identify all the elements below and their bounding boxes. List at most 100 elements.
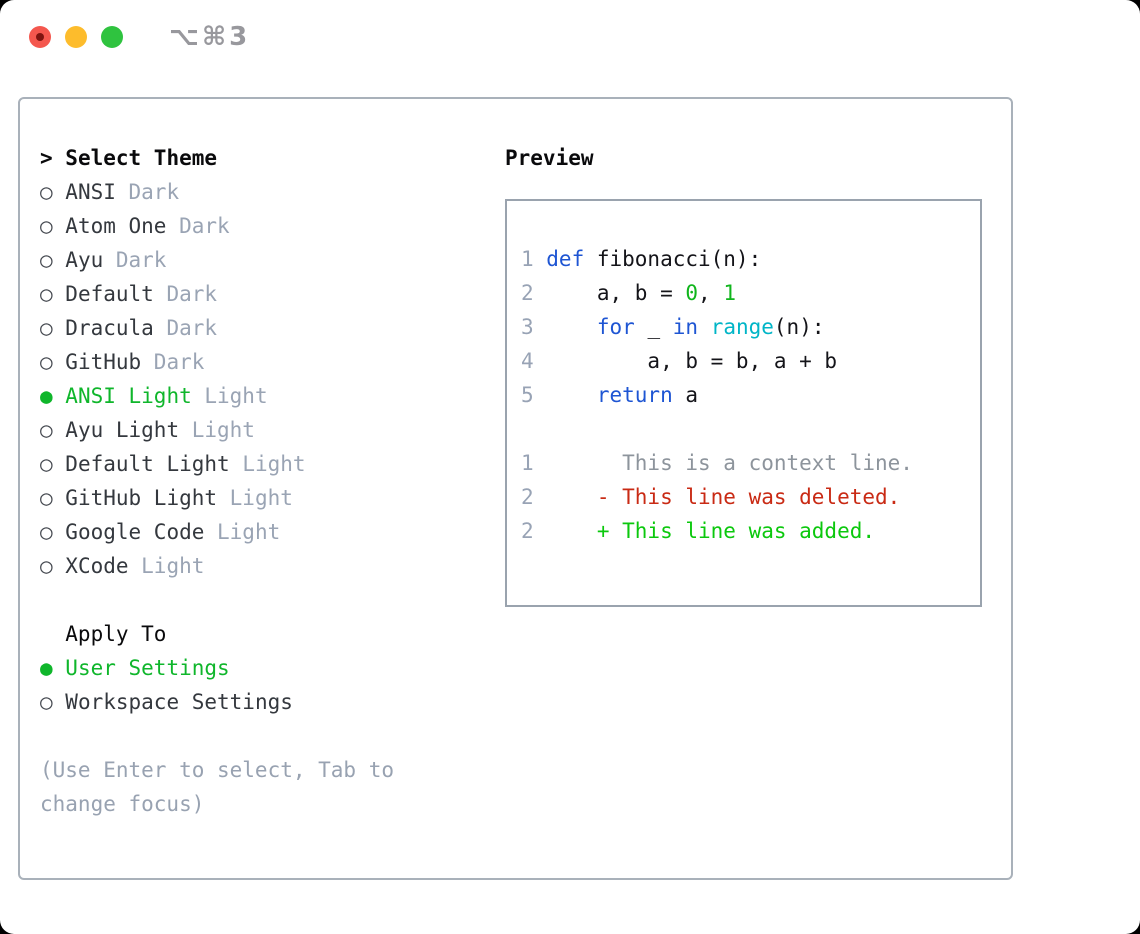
theme-name: Default (65, 282, 154, 306)
theme-name: Ayu Light (65, 418, 180, 442)
window-title-shortcut: ⌥⌘3 (169, 22, 251, 52)
code-token: 1 (723, 281, 736, 305)
theme-list-column: > Select Theme ○ ANSI Dark○ Atom One Dar… (40, 141, 505, 878)
zoom-button[interactable] (101, 26, 123, 48)
theme-variant: Dark (153, 316, 218, 340)
theme-name: Ayu (65, 248, 104, 272)
code-token: - This line was deleted. (546, 485, 901, 509)
code-line: 5 return a (521, 378, 980, 412)
code-token (546, 383, 597, 407)
line-number: 1 (521, 451, 534, 475)
code-line: 3 for _ in range(n): (521, 310, 980, 344)
code-token: in (672, 315, 699, 339)
theme-option-github-light-light[interactable]: ○ GitHub Light Light (40, 481, 505, 515)
radio-selected-icon: ● (40, 384, 66, 408)
theme-option-xcode-light[interactable]: ○ XCode Light (40, 549, 505, 583)
code-token: a, b = (546, 281, 686, 305)
radio-icon: ○ (40, 282, 66, 306)
theme-variant: Dark (103, 248, 167, 272)
line-number: 2 (521, 281, 534, 305)
select-theme-label: Select Theme (65, 146, 218, 170)
theme-variant: Light (204, 520, 281, 544)
theme-variant: Dark (153, 282, 218, 306)
theme-option-atom-one-dark[interactable]: ○ Atom One Dark (40, 209, 505, 243)
theme-option-dracula-dark[interactable]: ○ Dracula Dark (40, 311, 505, 345)
theme-option-github-dark[interactable]: ○ GitHub Dark (40, 345, 505, 379)
radio-icon: ○ (40, 554, 66, 578)
line-number: 2 (521, 519, 534, 543)
code-token: _ (634, 315, 673, 339)
radio-icon: ○ (40, 520, 66, 544)
code-token: a (672, 383, 699, 407)
close-button[interactable] (29, 26, 51, 48)
code-token (698, 315, 711, 339)
code-token: This is a context line. (546, 451, 913, 475)
theme-list: ○ ANSI Dark○ Atom One Dark○ Ayu Dark○ De… (40, 175, 505, 583)
theme-option-default-light-light[interactable]: ○ Default Light Light (40, 447, 505, 481)
theme-picker-panel: > Select Theme ○ ANSI Dark○ Atom One Dar… (18, 97, 1013, 880)
minimize-button[interactable] (65, 26, 87, 48)
theme-variant: Light (191, 384, 268, 408)
titlebar: ⌥⌘3 (29, 22, 250, 52)
spacer (40, 583, 505, 617)
apply-option-workspace-settings[interactable]: ○ Workspace Settings (40, 685, 505, 719)
radio-icon: ○ (40, 248, 66, 272)
radio-icon: ○ (40, 180, 66, 204)
theme-option-ayu-dark[interactable]: ○ Ayu Dark (40, 243, 505, 277)
theme-variant: Light (229, 452, 306, 476)
diff-deleted-line: 2 - This line was deleted. (521, 480, 980, 514)
theme-option-ansi-dark[interactable]: ○ ANSI Dark (40, 175, 505, 209)
apply-to-options: ● User Settings○ Workspace Settings (40, 651, 505, 719)
theme-name: GitHub (65, 350, 142, 374)
apply-option-label: User Settings (65, 656, 230, 680)
code-token: for (596, 315, 635, 339)
theme-option-ansi-light-light[interactable]: ● ANSI Light Light (40, 379, 505, 413)
preview-header: Preview (505, 146, 594, 170)
code-token: a, b = b, a + b (546, 349, 838, 373)
line-number: 2 (521, 485, 534, 509)
theme-name: GitHub Light (65, 486, 218, 510)
diff-context-line: 1 This is a context line. (521, 446, 980, 480)
code-token: + This line was added. (546, 519, 876, 543)
theme-name: XCode (65, 554, 129, 578)
blank-line (521, 412, 980, 446)
apply-option-user-settings[interactable]: ● User Settings (40, 651, 505, 685)
radio-icon: ○ (40, 452, 66, 476)
theme-name: Google Code (65, 520, 205, 544)
theme-option-ayu-light-light[interactable]: ○ Ayu Light Light (40, 413, 505, 447)
theme-variant: Dark (141, 350, 205, 374)
theme-name: ANSI (65, 180, 116, 204)
radio-icon: ○ (40, 350, 66, 374)
apply-option-label: Workspace Settings (65, 690, 293, 714)
theme-variant: Dark (115, 180, 180, 204)
select-theme-header: > Select Theme (40, 141, 505, 175)
radio-icon: ○ (40, 316, 66, 340)
radio-icon: ○ (40, 418, 66, 442)
theme-variant: Light (128, 554, 205, 578)
code-line: 2 a, b = 0, 1 (521, 276, 980, 310)
diff-added-line: 2 + This line was added. (521, 514, 980, 548)
code-token: return (596, 383, 673, 407)
theme-option-default-dark[interactable]: ○ Default Dark (40, 277, 505, 311)
focus-caret-icon: > (40, 146, 66, 170)
usage-hint: (Use Enter to select, Tab to change focu… (40, 758, 395, 816)
line-number: 1 (521, 247, 534, 271)
theme-variant: Light (179, 418, 255, 442)
code-token: , (698, 281, 724, 305)
line-number: 3 (521, 315, 534, 339)
radio-icon: ○ (40, 690, 66, 714)
theme-name: Dracula (65, 316, 154, 340)
code-line: 4 a, b = b, a + b (521, 344, 980, 378)
theme-option-google-code-light[interactable]: ○ Google Code Light (40, 515, 505, 549)
radio-icon: ○ (40, 214, 66, 238)
radio-selected-icon: ● (40, 656, 66, 680)
code-token: range (710, 315, 774, 339)
code-token: fibonacci(n): (584, 247, 762, 271)
apply-to-header: Apply To (65, 622, 167, 646)
theme-variant: Light (217, 486, 293, 510)
code-token: 0 (685, 281, 699, 305)
